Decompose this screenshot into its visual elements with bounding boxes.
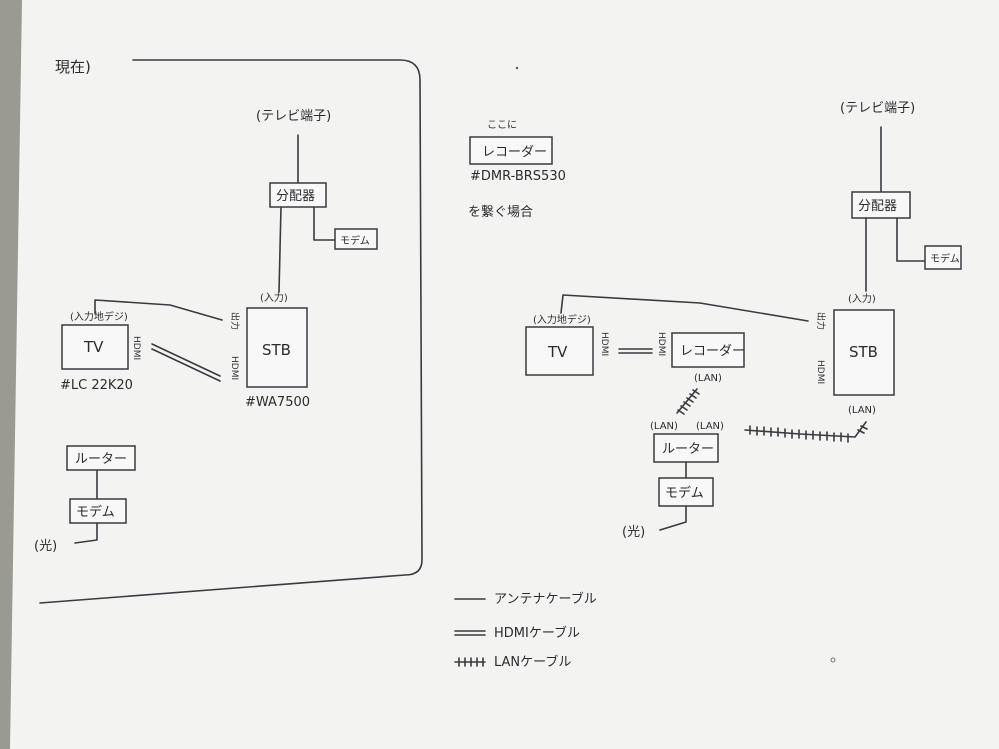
proposal-tv-hdmi: HDMI (599, 332, 609, 356)
note-connect: を繋ぐ場合 (468, 204, 533, 220)
current-title: 現在) (55, 58, 91, 76)
current-setup: 現在) (テレビ端子) 分配器 モデム (入力) (入力地デジ) TV HDMI… (34, 58, 423, 604)
proposal-stb-lan: (LAN) (848, 405, 876, 416)
current-hdmi-b (151, 348, 221, 382)
proposal-modem: モデム (665, 485, 704, 501)
note-recorder-model: #DMR-BRS530 (470, 169, 566, 184)
proposal-router-lan1: (LAN) (650, 421, 678, 432)
current-tv: TV (83, 338, 104, 356)
legend-lan-swatch (454, 657, 486, 667)
current-tv-input: (入力地デジ) (70, 310, 128, 323)
proposal-stb-hdmi: HDMI (815, 360, 825, 384)
proposal-splitter-box (851, 191, 911, 219)
proposal-tv-terminal: (テレビ端子) (840, 101, 915, 116)
current-splitter-to-modem (313, 206, 336, 241)
proposed-setup: (テレビ端子) 分配器 モデム (入力) (入力地デジ) TV HDMI レコー… (525, 101, 962, 540)
current-modem-box (69, 498, 127, 524)
proposal-tv-box (525, 326, 594, 376)
legend-hdmi: HDMIケーブル (494, 625, 580, 641)
proposal-stb-box (833, 309, 895, 396)
paper-mark (515, 66, 519, 70)
current-router: ルーター (75, 452, 127, 467)
proposal-fiber: (光) (622, 525, 645, 540)
proposal-modem-box (658, 477, 714, 507)
proposal-router-lan2: (LAN) (696, 421, 724, 432)
current-hdmi-a (151, 343, 221, 377)
proposal-stb-input: (入力) (848, 292, 876, 305)
current-tv-hdmi: HDMI (131, 336, 141, 360)
proposal-tv-modem: モデム (930, 252, 960, 265)
proposal-antenna-stb-tv (560, 294, 809, 322)
proposal-recorder-box (671, 332, 745, 368)
current-stb: STB (262, 341, 291, 359)
note-recorder-box (469, 136, 553, 165)
proposal-stb: STB (849, 343, 878, 361)
current-stb-input: (入力) (260, 291, 288, 304)
current-splitter: 分配器 (276, 189, 315, 204)
proposal-router-box (653, 433, 719, 463)
current-router-box (66, 445, 136, 471)
current-fiber: (光) (34, 539, 57, 554)
proposal-modem-to-fiber (659, 505, 687, 531)
current-stb-box (246, 307, 308, 388)
paper-mark-2 (830, 657, 836, 663)
proposal-splitter-to-modem (896, 217, 926, 262)
current-modem: モデム (76, 504, 115, 520)
note-here: ここに (487, 119, 517, 131)
proposal-tv: TV (547, 343, 568, 361)
current-tv-model: #LC 22K20 (60, 378, 133, 393)
proposal-stb-out: 出力 (815, 312, 827, 330)
current-modem-to-fiber (74, 522, 98, 544)
paper-background (10, 0, 999, 749)
current-stb-model: #WA7500 (245, 395, 310, 410)
recorder-note: ここに レコーダー #DMR-BRS530 を繋ぐ場合 (468, 119, 566, 220)
current-boundary (39, 59, 423, 604)
current-tv-modem: モデム (340, 234, 370, 247)
proposal-lan-recorder-router (676, 388, 700, 415)
current-tv-box (61, 324, 129, 370)
proposal-lan-router-stb (744, 421, 868, 443)
proposal-tv-modem-box (924, 245, 962, 270)
proposal-tv-input: (入力地デジ) (533, 313, 591, 326)
legend-lan: LANケーブル (494, 654, 571, 670)
current-antenna-stb-tv (94, 299, 223, 321)
proposal-recorder-lan: (LAN) (694, 373, 722, 384)
proposal-recorder-hdmi: HDMI (656, 332, 666, 356)
legend: アンテナケーブル HDMIケーブル LANケーブル (454, 591, 597, 670)
proposal-recorder: レコーダー (680, 344, 745, 359)
proposal-router: ルーター (662, 442, 714, 457)
current-stb-hdmi: HDMI (229, 356, 239, 380)
note-recorder: レコーダー (482, 145, 547, 160)
current-splitter-to-stb (278, 206, 282, 293)
current-tv-terminal: (テレビ端子) (256, 109, 331, 124)
proposal-splitter: 分配器 (858, 199, 897, 214)
legend-antenna: アンテナケーブル (494, 591, 597, 607)
current-splitter-box (269, 182, 327, 208)
current-stb-out: 出力 (229, 312, 241, 330)
current-tv-modem-box (334, 228, 378, 250)
